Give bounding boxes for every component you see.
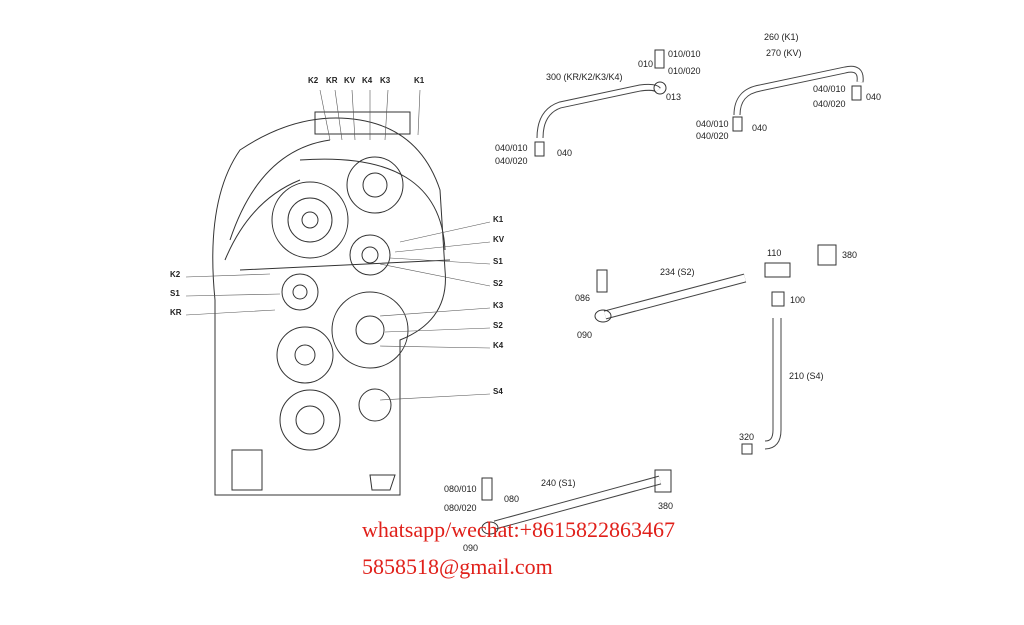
label-s1-right: S1 [493,257,503,266]
hose-210-title: 210 (S4) [789,371,824,381]
label-kr-top: KR [326,76,338,85]
label-k3-right: K3 [493,301,504,310]
hose-240-title: 240 (S1) [541,478,576,488]
part-040: 040 [557,148,573,158]
part-040-020: 040/020 [495,156,528,166]
part-040-020: 040/020 [813,99,846,109]
hose-234-title: 234 (S2) [660,267,695,277]
label-k2-top: K2 [308,76,319,85]
part-040: 040 [752,123,768,133]
part-086: 086 [575,293,591,303]
label-k3-top: K3 [380,76,391,85]
part-090: 090 [577,330,593,340]
label-s4-right: S4 [493,387,503,396]
hose-260-title: 260 (K1) [764,32,799,42]
leader-lines [185,89,491,401]
hose-234-210 [594,244,837,455]
part-040-020: 040/020 [696,131,729,141]
hose-270-title: 270 (KV) [766,48,802,58]
hose-240 [481,469,672,535]
label-s2b-right: S2 [493,321,503,330]
part-110: 110 [767,248,782,258]
part-080: 080 [504,494,520,504]
part-040-010: 040/010 [696,119,729,129]
part-080-010: 080/010 [444,484,477,494]
label-kv-right: KV [493,235,505,244]
part-100: 100 [790,295,806,305]
label-s2-right: S2 [493,279,503,288]
part-040-010: 040/010 [813,84,846,94]
part-010-020: 010/020 [668,66,701,76]
part-040-010: 040/010 [495,143,528,153]
label-k1-right: K1 [493,215,504,224]
label-s1-left: S1 [170,289,180,298]
label-k1-top: K1 [414,76,425,85]
hose-300-title: 300 (KR/K2/K3/K4) [546,72,623,82]
watermark-contact: whatsapp/wechat:+8615822863467 [362,517,676,542]
gearbox-housing [212,111,451,496]
label-k4-right: K4 [493,341,504,350]
label-kr-left: KR [170,308,182,317]
part-380: 380 [842,250,858,260]
hose-260-270 [732,65,864,132]
part-080-020: 080/020 [444,503,477,513]
hose-300 [534,49,667,157]
part-090: 090 [463,543,479,553]
label-kv-top: KV [344,76,356,85]
part-010-010: 010/010 [668,49,701,59]
part-013: 013 [666,92,682,102]
watermark-email: 5858518@gmail.com [362,554,553,579]
part-380: 380 [658,501,674,511]
label-k2-left: K2 [170,270,181,279]
part-010: 010 [638,59,654,69]
part-320: 320 [739,432,755,442]
part-040: 040 [866,92,882,102]
label-k4-top: K4 [362,76,373,85]
